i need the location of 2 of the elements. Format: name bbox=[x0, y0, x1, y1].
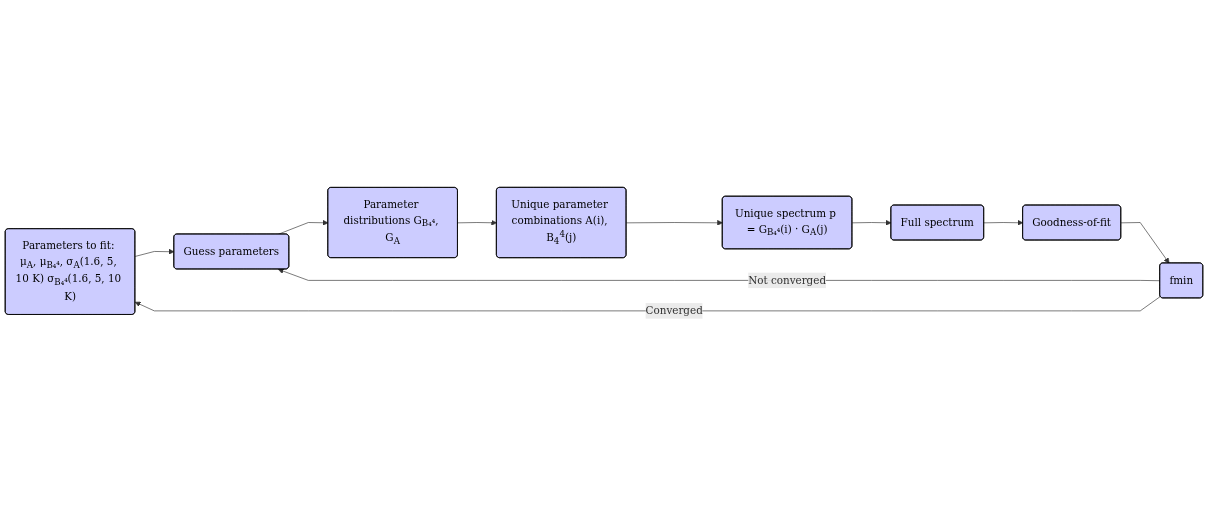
edge-label: Converged bbox=[645, 304, 703, 317]
edge-label: Not converged bbox=[748, 273, 827, 287]
